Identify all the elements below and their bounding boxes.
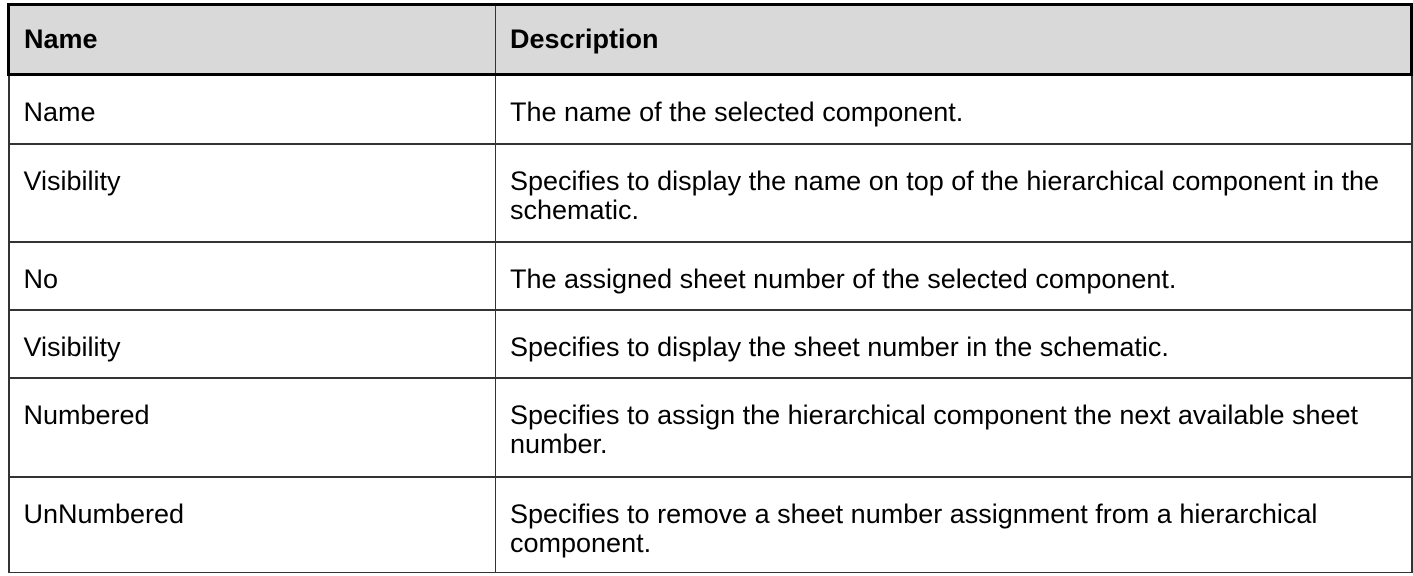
cell-description: Specifies to display the sheet number in… — [495, 308, 1413, 378]
column-header-description: Description — [495, 3, 1413, 76]
table-row: Name The name of the selected component. — [7, 73, 1413, 144]
cell-name: Visibility — [7, 308, 496, 378]
cell-name: UnNumbered — [7, 475, 496, 573]
cell-name: Numbered — [7, 376, 496, 477]
header-row: Name Description — [7, 3, 1413, 76]
column-header-name: Name — [7, 3, 496, 76]
cell-name: Visibility — [7, 142, 496, 242]
table-body: Name The name of the selected component.… — [7, 73, 1413, 573]
cell-description: Specifies to assign the hierarchical com… — [495, 376, 1413, 477]
table-row: Numbered Specifies to assign the hierarc… — [7, 376, 1413, 477]
table-row: No The assigned sheet number of the sele… — [7, 240, 1413, 310]
cell-description: The name of the selected component. — [495, 73, 1413, 144]
cell-description: The assigned sheet number of the selecte… — [495, 240, 1413, 310]
table-row: UnNumbered Specifies to remove a sheet n… — [7, 475, 1413, 573]
table-row: Visibility Specifies to display the shee… — [7, 308, 1413, 378]
table-row: Visibility Specifies to display the name… — [7, 142, 1413, 242]
table-header: Name Description — [7, 3, 1413, 76]
cell-description: Specifies to display the name on top of … — [495, 142, 1413, 242]
cell-name: No — [7, 240, 496, 310]
cell-name: Name — [7, 73, 496, 144]
cell-description: Specifies to remove a sheet number assig… — [495, 475, 1413, 573]
properties-table: Name Description Name The name of the se… — [7, 3, 1413, 573]
